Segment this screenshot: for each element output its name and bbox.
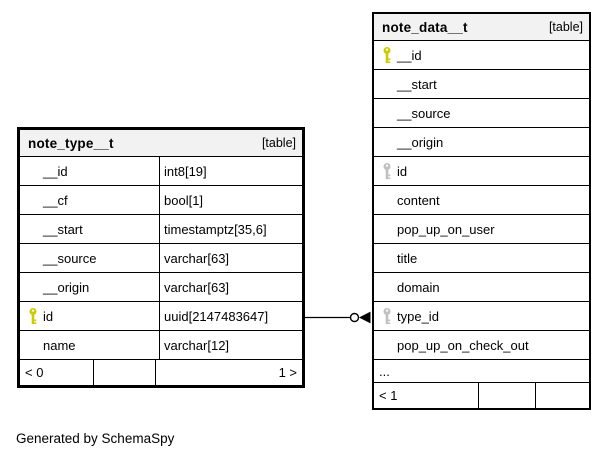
table-row: domain <box>374 273 589 302</box>
primary-key-icon <box>29 308 37 325</box>
column-type: varchar[63] <box>159 244 302 272</box>
table-node-note-type[interactable]: note_type__t [table] __id int8[19] __cf … <box>17 127 305 388</box>
table-title[interactable]: note_type__t <box>28 135 114 151</box>
table-row: __id <box>374 41 589 70</box>
column-name: content <box>397 192 440 208</box>
column-type: bool[1] <box>159 186 302 214</box>
table-header: note_type__t [table] <box>20 130 302 157</box>
column-name: __id <box>43 163 68 179</box>
table-row: __start <box>374 70 589 99</box>
cardinality-mid <box>94 360 156 385</box>
cardinality-in: < 1 <box>374 383 479 408</box>
table-row: __id int8[19] <box>20 157 302 186</box>
column-name: id <box>374 157 589 185</box>
more-columns-ellipsis: ... <box>374 360 589 383</box>
table-row: pop_up_on_user <box>374 215 589 244</box>
relationship-connector <box>305 311 371 324</box>
column-type: varchar[63] <box>159 273 302 301</box>
table-row: id <box>374 157 589 186</box>
zero-cardinality-circle-icon <box>349 312 360 323</box>
table-row: content <box>374 186 589 215</box>
table-type-badge: [table] <box>261 136 296 150</box>
cardinality-footer: < 0 1 > <box>20 360 302 385</box>
table-row: __source <box>374 99 589 128</box>
cardinality-in: < 0 <box>20 360 94 385</box>
column-name: __start <box>397 76 437 92</box>
table-row: name varchar[12] <box>20 331 302 360</box>
cardinality-out <box>536 383 589 408</box>
column-name: id <box>20 302 159 330</box>
foreign-key-icon <box>383 163 391 180</box>
column-name: __source <box>397 105 451 121</box>
table-row: __start timestamptz[35,6] <box>20 215 302 244</box>
table-row: __origin <box>374 128 589 157</box>
column-type: uuid[2147483647] <box>159 302 302 330</box>
table-row: __source varchar[63] <box>20 244 302 273</box>
column-name: domain <box>397 279 440 295</box>
crows-foot-icon <box>359 311 371 324</box>
column-name: __origin <box>397 134 444 150</box>
column-name: __cf <box>43 192 68 208</box>
foreign-key-icon <box>383 308 391 325</box>
cardinality-mid <box>479 383 536 408</box>
column-name: __start <box>43 221 83 237</box>
cardinality-footer: < 1 <box>374 383 589 408</box>
column-name: title <box>397 250 418 266</box>
column-type: timestamptz[35,6] <box>159 215 302 243</box>
table-node-note-data[interactable]: note_data__t [table] __id __start __sour… <box>372 12 591 410</box>
column-name: pop_up_on_user <box>397 221 495 237</box>
column-name: __source <box>43 250 97 266</box>
table-row: __cf bool[1] <box>20 186 302 215</box>
column-name: __origin <box>43 279 90 295</box>
generator-caption: Generated by SchemaSpy <box>16 431 175 446</box>
table-row: __origin varchar[63] <box>20 273 302 302</box>
column-type: varchar[12] <box>159 331 302 359</box>
primary-key-icon <box>383 47 391 64</box>
table-row: type_id <box>374 302 589 331</box>
table-title[interactable]: note_data__t <box>382 19 468 35</box>
table-row: pop_up_on_check_out <box>374 331 589 360</box>
table-row: id uuid[2147483647] <box>20 302 302 331</box>
column-name: __id <box>374 41 589 69</box>
column-name: name <box>43 337 76 353</box>
column-type: int8[19] <box>159 157 302 185</box>
table-row: title <box>374 244 589 273</box>
column-name: pop_up_on_check_out <box>397 337 529 353</box>
cardinality-out: 1 > <box>278 365 297 380</box>
table-header: note_data__t [table] <box>374 14 589 41</box>
column-name: type_id <box>374 302 589 330</box>
table-type-badge: [table] <box>548 20 583 34</box>
